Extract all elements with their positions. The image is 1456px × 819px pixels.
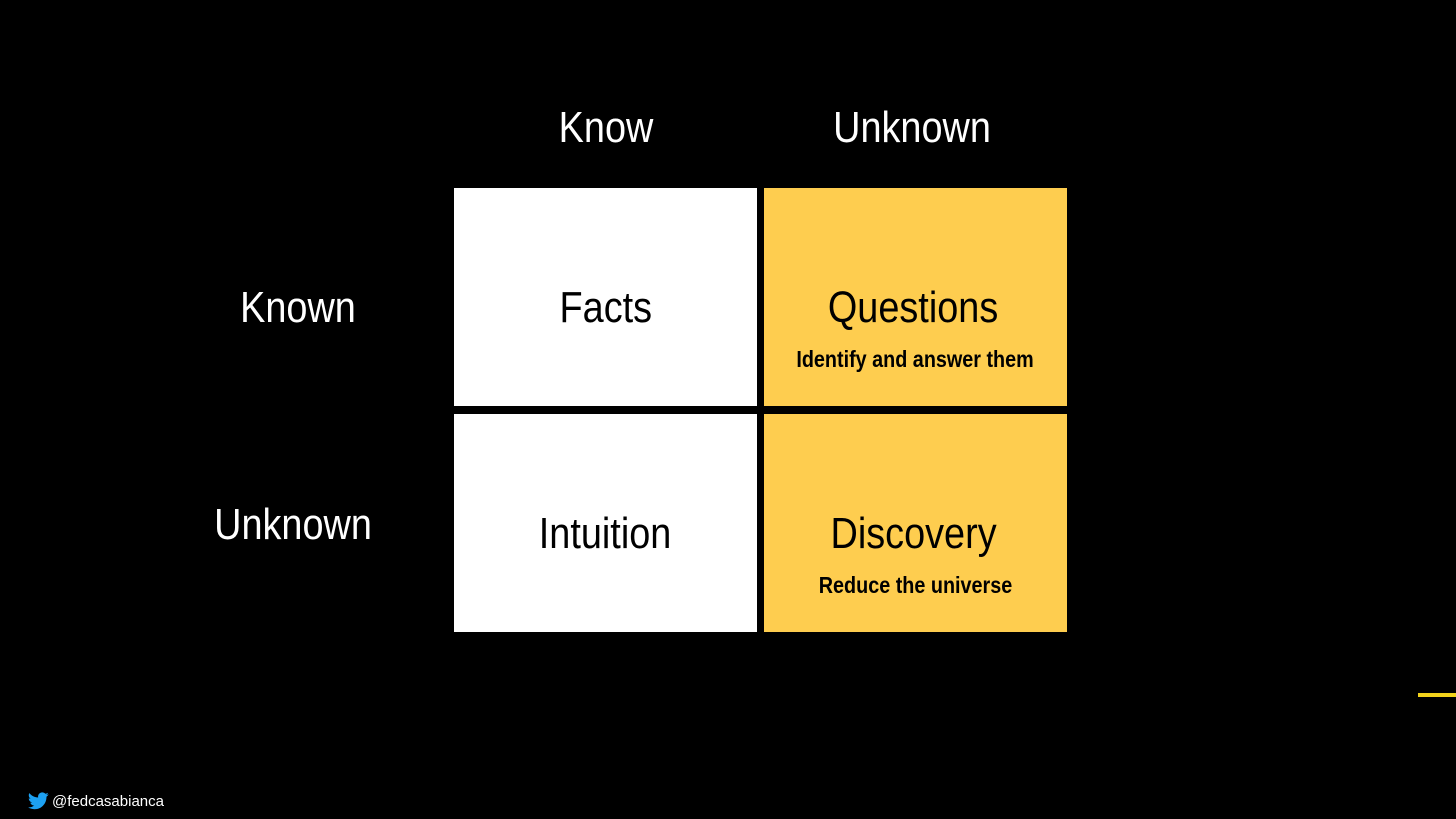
cell-title: Questions	[828, 283, 999, 332]
cell-title: Discovery	[830, 509, 997, 558]
column-header-unknown: Unknown	[833, 103, 991, 152]
accent-line	[1418, 693, 1456, 697]
cell-title: Intuition	[539, 509, 672, 558]
column-header-know: Know	[558, 103, 654, 152]
twitter-handle-text: @fedcasabianca	[52, 792, 164, 810]
cell-subtitle: Identify and answer them	[796, 346, 1035, 372]
row-header-known: Known	[240, 283, 356, 332]
cell-title: Facts	[559, 283, 652, 332]
matrix-cell-discovery: Discovery Reduce the universe	[764, 414, 1067, 632]
matrix-cell-questions: Questions Identify and answer them	[764, 188, 1067, 406]
twitter-handle: @fedcasabianca	[28, 792, 164, 810]
matrix-cell-facts: Facts	[454, 188, 757, 406]
row-header-unknown: Unknown	[214, 500, 372, 549]
matrix-cell-intuition: Intuition	[454, 414, 757, 632]
cell-subtitle: Reduce the universe	[818, 572, 1013, 598]
twitter-bird-icon	[28, 792, 49, 810]
